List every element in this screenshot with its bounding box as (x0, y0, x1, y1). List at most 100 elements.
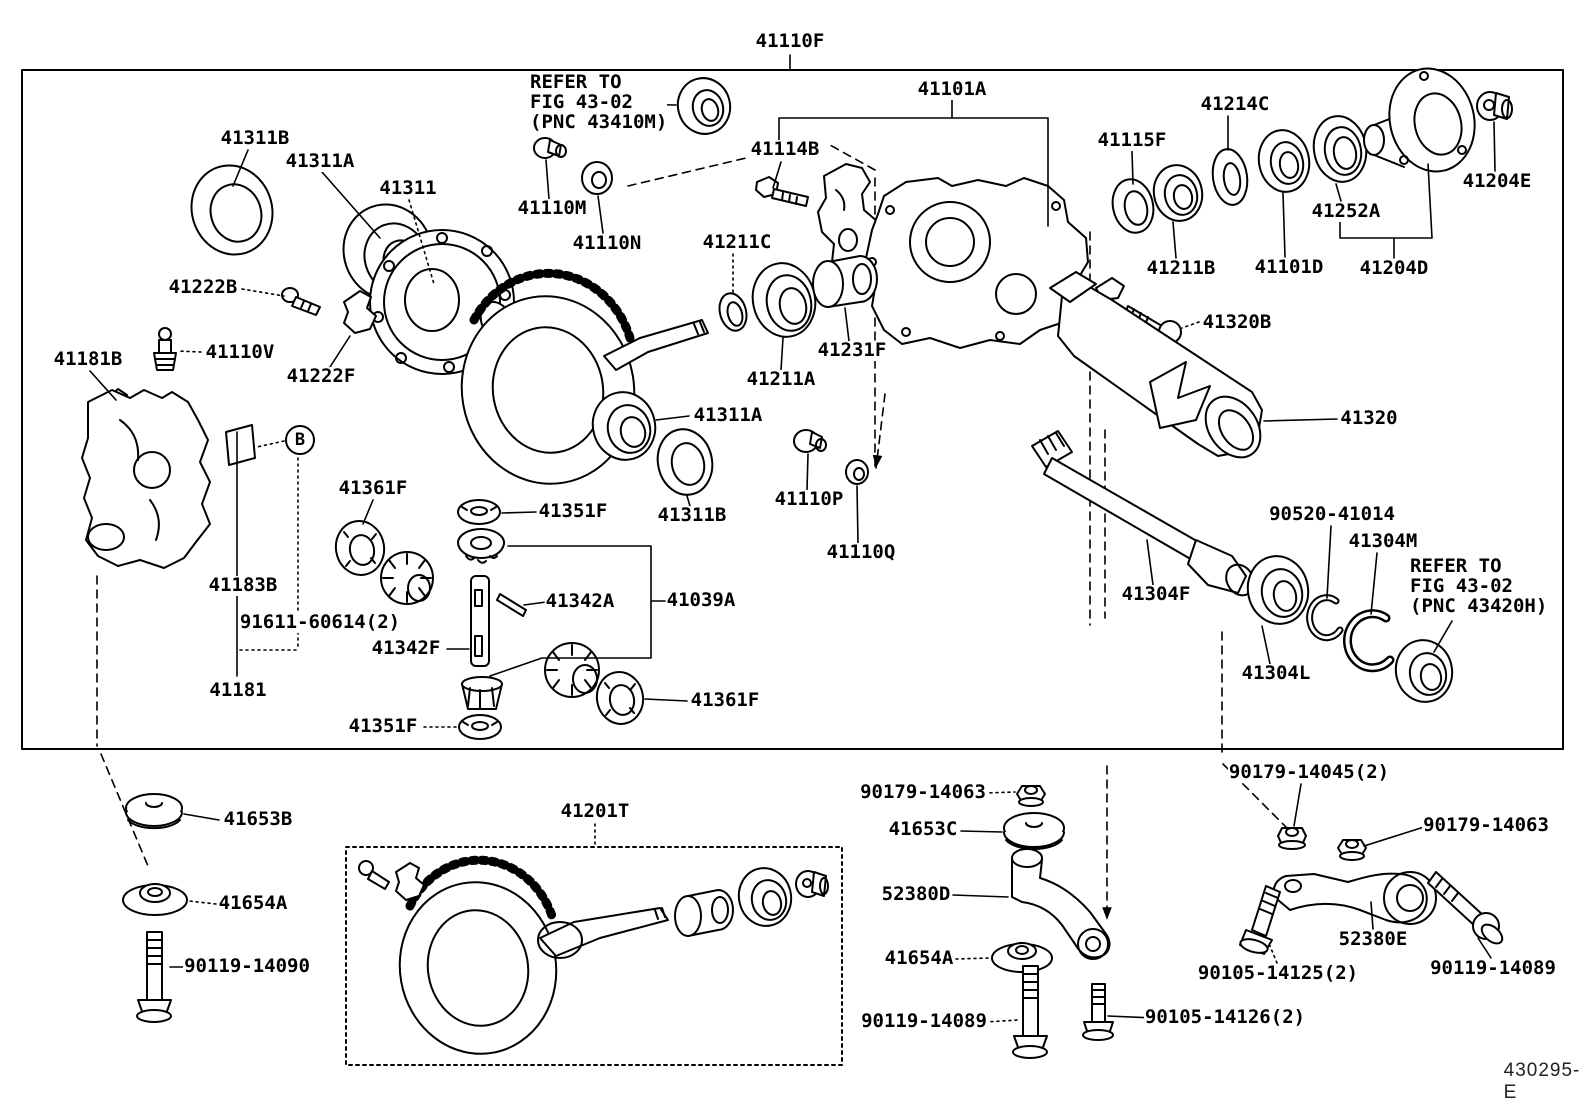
bolt-41114b (755, 176, 809, 207)
part-label: 41110F (754, 30, 826, 53)
part-label: 41110Q (825, 541, 897, 564)
part-label: 41211A (745, 368, 817, 391)
part-label: 90119-14089 (860, 1010, 988, 1033)
part-label: 41211B (1145, 257, 1217, 280)
nut-41204e (1476, 91, 1513, 121)
plug-41110p (793, 429, 827, 453)
bolt-90105-14125 (1239, 885, 1281, 955)
bearing-41211b (1152, 164, 1204, 222)
side-gear-41039a-big (544, 642, 600, 698)
part-label: 41311A (692, 404, 764, 427)
bearing-41252a (1312, 115, 1368, 183)
washer-41654a-1 (122, 883, 188, 916)
part-label: 41181B (52, 348, 124, 371)
part-label: 41115F (1096, 129, 1168, 152)
part-label: 41351F (347, 715, 419, 738)
part-label: 41181 (208, 679, 268, 702)
plug-41110m (533, 137, 567, 159)
part-label: 41201T (559, 800, 631, 823)
bearing-41101d (1257, 129, 1311, 193)
part-label: 41311B (219, 127, 291, 150)
shim-41183b (225, 424, 256, 466)
washer-41361f-1 (334, 520, 386, 576)
part-label: 90119-14089 (1429, 957, 1557, 980)
part-label: 41654A (883, 947, 955, 970)
bearing-41304l (1246, 555, 1310, 625)
part-label: 41320B (1201, 311, 1273, 334)
axle-housing-41181 (81, 389, 211, 569)
kit-bracket (395, 862, 425, 901)
nut-90179-14063-2 (1337, 839, 1367, 861)
cushion-41653b (125, 793, 183, 830)
pitman-arm-52380d (1011, 848, 1111, 960)
stud-41110v (153, 327, 177, 371)
washer-41361f-2 (595, 671, 645, 725)
part-label: 41342A (544, 590, 616, 613)
spacer-41231f (812, 255, 878, 308)
part-label: 41351F (537, 500, 609, 523)
part-label: 41320 (1339, 407, 1399, 430)
washer-41214c (1211, 148, 1249, 206)
part-label: 41311B (656, 504, 728, 527)
ring-41211c (718, 292, 748, 332)
part-label: 90105-14125(2) (1196, 962, 1360, 985)
part-label: 90179-14045(2) (1227, 761, 1391, 784)
extension-tube-41320 (1049, 271, 1263, 459)
lock-pin-41342a (496, 593, 527, 617)
ring-gear-and-pinion (460, 268, 709, 485)
oil-seal-41311b (190, 164, 274, 256)
part-label: 41304M (1347, 530, 1419, 553)
gasket-41110n (581, 161, 613, 195)
part-label: 41110M (516, 197, 588, 220)
bolt-90119-14090 (136, 931, 172, 1023)
bracket-41222f (343, 290, 377, 334)
kit-bolt (358, 860, 390, 890)
part-label: 41204E (1461, 170, 1533, 193)
part-label: 90179-14063 (859, 781, 987, 804)
part-label: 90179-14063 (1422, 814, 1550, 837)
part-label: 41653C (887, 818, 959, 841)
seal-41115f (1111, 178, 1155, 234)
part-label: 90105-14126(2) (1143, 1006, 1307, 1029)
side-gear-41039a-left (380, 551, 434, 605)
bolt-41222b (281, 287, 321, 316)
side-gear-41039a-top (457, 527, 506, 564)
leader-lines (89, 54, 1496, 1023)
part-label: 52380D (880, 883, 952, 906)
part-label: 41222F (285, 365, 357, 388)
part-label: 41361F (337, 477, 409, 500)
kit-41201t-box (345, 846, 843, 1066)
part-label: 41110V (204, 341, 276, 364)
part-label: 41214C (1199, 93, 1271, 116)
part-label: 41653B (222, 808, 294, 831)
part-label: 52380E (1337, 928, 1409, 951)
detail-marker-b: B (285, 425, 315, 455)
kit-spacer (674, 889, 734, 937)
bearing-41311a-2 (591, 391, 657, 461)
kit-bearing (737, 867, 793, 927)
bevel-pinion-41039a (461, 676, 503, 710)
part-label: 41101A (916, 78, 988, 101)
bolt-90105-14126 (1082, 983, 1114, 1041)
part-label: 41311A (284, 150, 356, 173)
part-label: 41204D (1358, 257, 1430, 280)
part-label: 41654A (217, 892, 289, 915)
part-label: 41101D (1253, 256, 1325, 279)
figure-code: 430295-E (1503, 1060, 1581, 1099)
part-label: 41039A (665, 589, 737, 612)
part-label: 41361F (689, 689, 761, 712)
bolt-90119-14089-2 (1427, 871, 1504, 945)
kit-nut (795, 870, 829, 898)
nut-90179-14063-1 (1016, 785, 1046, 807)
companion-flange-41204d (1363, 67, 1476, 173)
part-label: 41311 (378, 177, 438, 200)
part-label: 41304F (1120, 583, 1192, 606)
part-label: 90119-14090 (183, 955, 311, 978)
part-label: 41231F (816, 339, 888, 362)
part-label: 41211C (701, 231, 773, 254)
